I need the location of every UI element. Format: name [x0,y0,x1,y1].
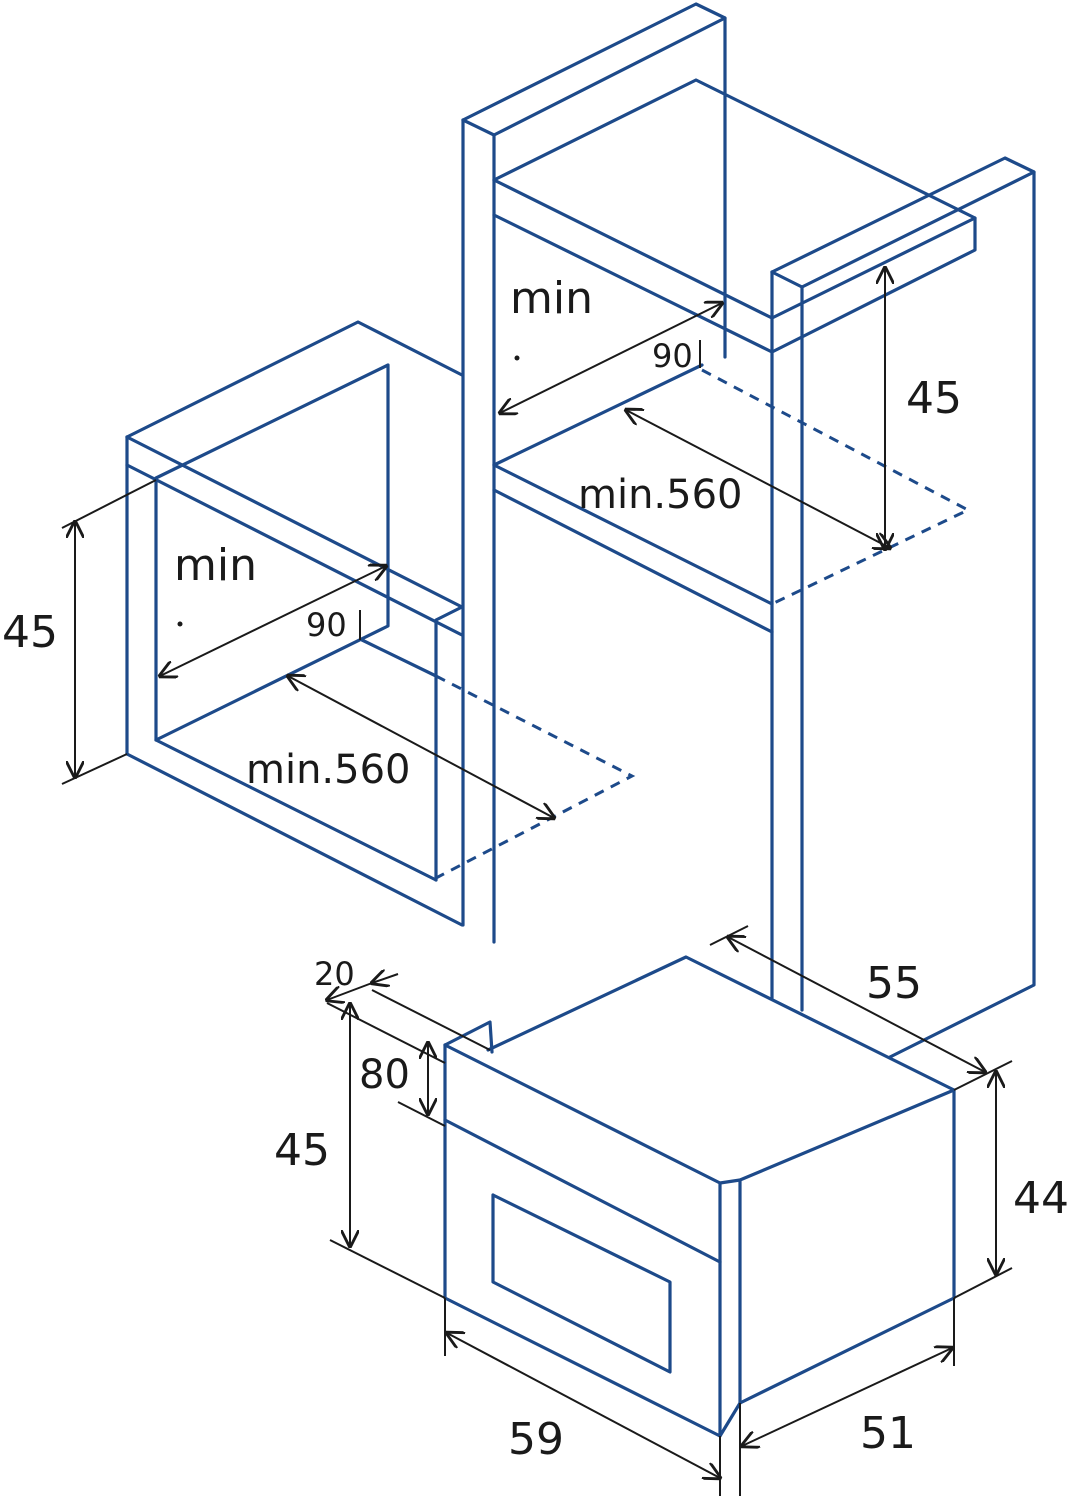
right-cabinet [770,156,1036,1059]
appliance-front-height-label: 45 [274,1125,330,1176]
dimension-labels: min 90 45 min.560 min 90 45 min.560 20 8… [2,273,1069,1465]
upper-height-label: 45 [906,373,962,424]
upper-width-label: min.560 [578,472,743,518]
appliance-depth-label: 55 [866,958,922,1009]
upper-min-label: min [510,273,593,324]
upper-min-dot [514,355,520,361]
left-min-dot [177,621,183,627]
left-width-label: min.560 [246,747,411,793]
upper-depth-label: 90 [652,337,693,375]
left-cabinet [125,320,636,927]
dimension-lines [61,268,1013,1496]
appliance-side-height-label: 44 [1013,1173,1069,1224]
appliance-side-depth-label: 51 [860,1408,916,1459]
left-depth-label: 90 [306,606,347,644]
left-min-label: min [174,540,257,591]
appliance-top-label: 80 [359,1052,410,1098]
left-height-label: 45 [2,607,58,658]
appliance [443,955,956,1438]
appliance-lip-label: 20 [314,955,355,993]
appliance-width-label: 59 [508,1414,564,1465]
